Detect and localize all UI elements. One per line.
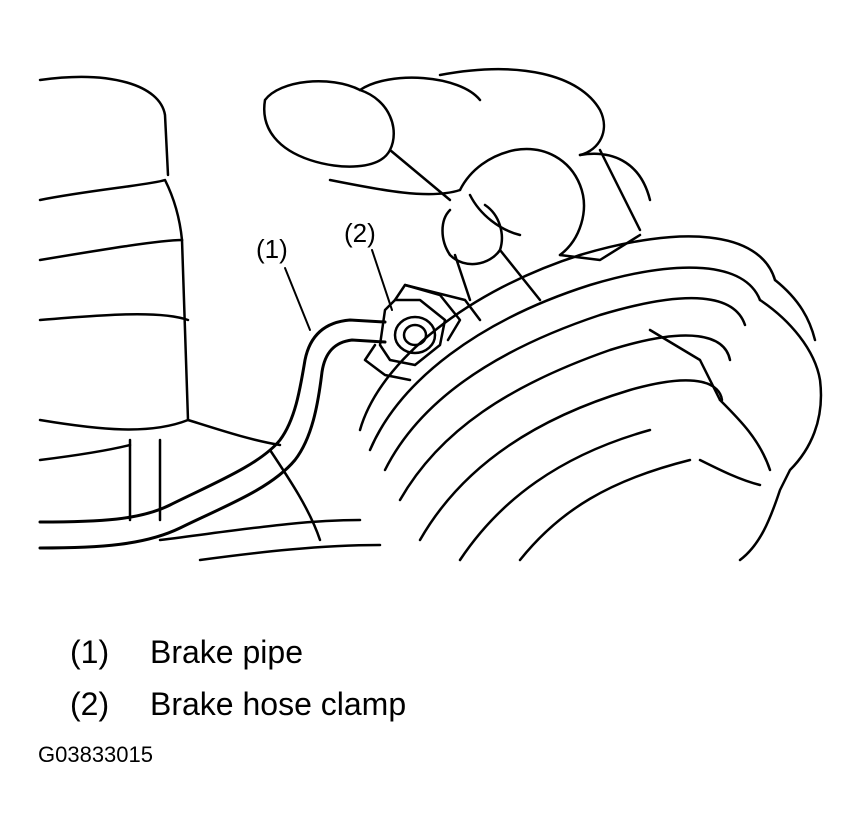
legend-label: Brake hose clamp (150, 685, 407, 722)
brake-hose-clamp (363, 283, 482, 382)
brake-line-illustration (38, 68, 823, 562)
leader-line-1 (284, 267, 311, 331)
legend: (1) Brake pipe (2) Brake hose clamp (70, 626, 406, 730)
legend-row-brake-hose-clamp: (2) Brake hose clamp (70, 678, 406, 730)
callout-brake-hose-clamp: (2) (344, 218, 376, 248)
callout-brake-pipe: (1) (256, 234, 288, 264)
legend-label: Brake pipe (150, 633, 303, 670)
shield-lines (158, 448, 382, 562)
figure-code: G03833015 (38, 742, 153, 767)
brake-disc (358, 235, 823, 562)
leader-line-2 (371, 249, 393, 311)
legend-num: (1) (70, 633, 110, 670)
legend-num: (2) (70, 685, 110, 722)
strut-body (38, 75, 282, 522)
brake-pipe (38, 318, 387, 550)
knuckle (262, 68, 652, 302)
illustration-svg (38, 68, 823, 562)
legend-row-brake-pipe: (1) Brake pipe (70, 626, 406, 678)
